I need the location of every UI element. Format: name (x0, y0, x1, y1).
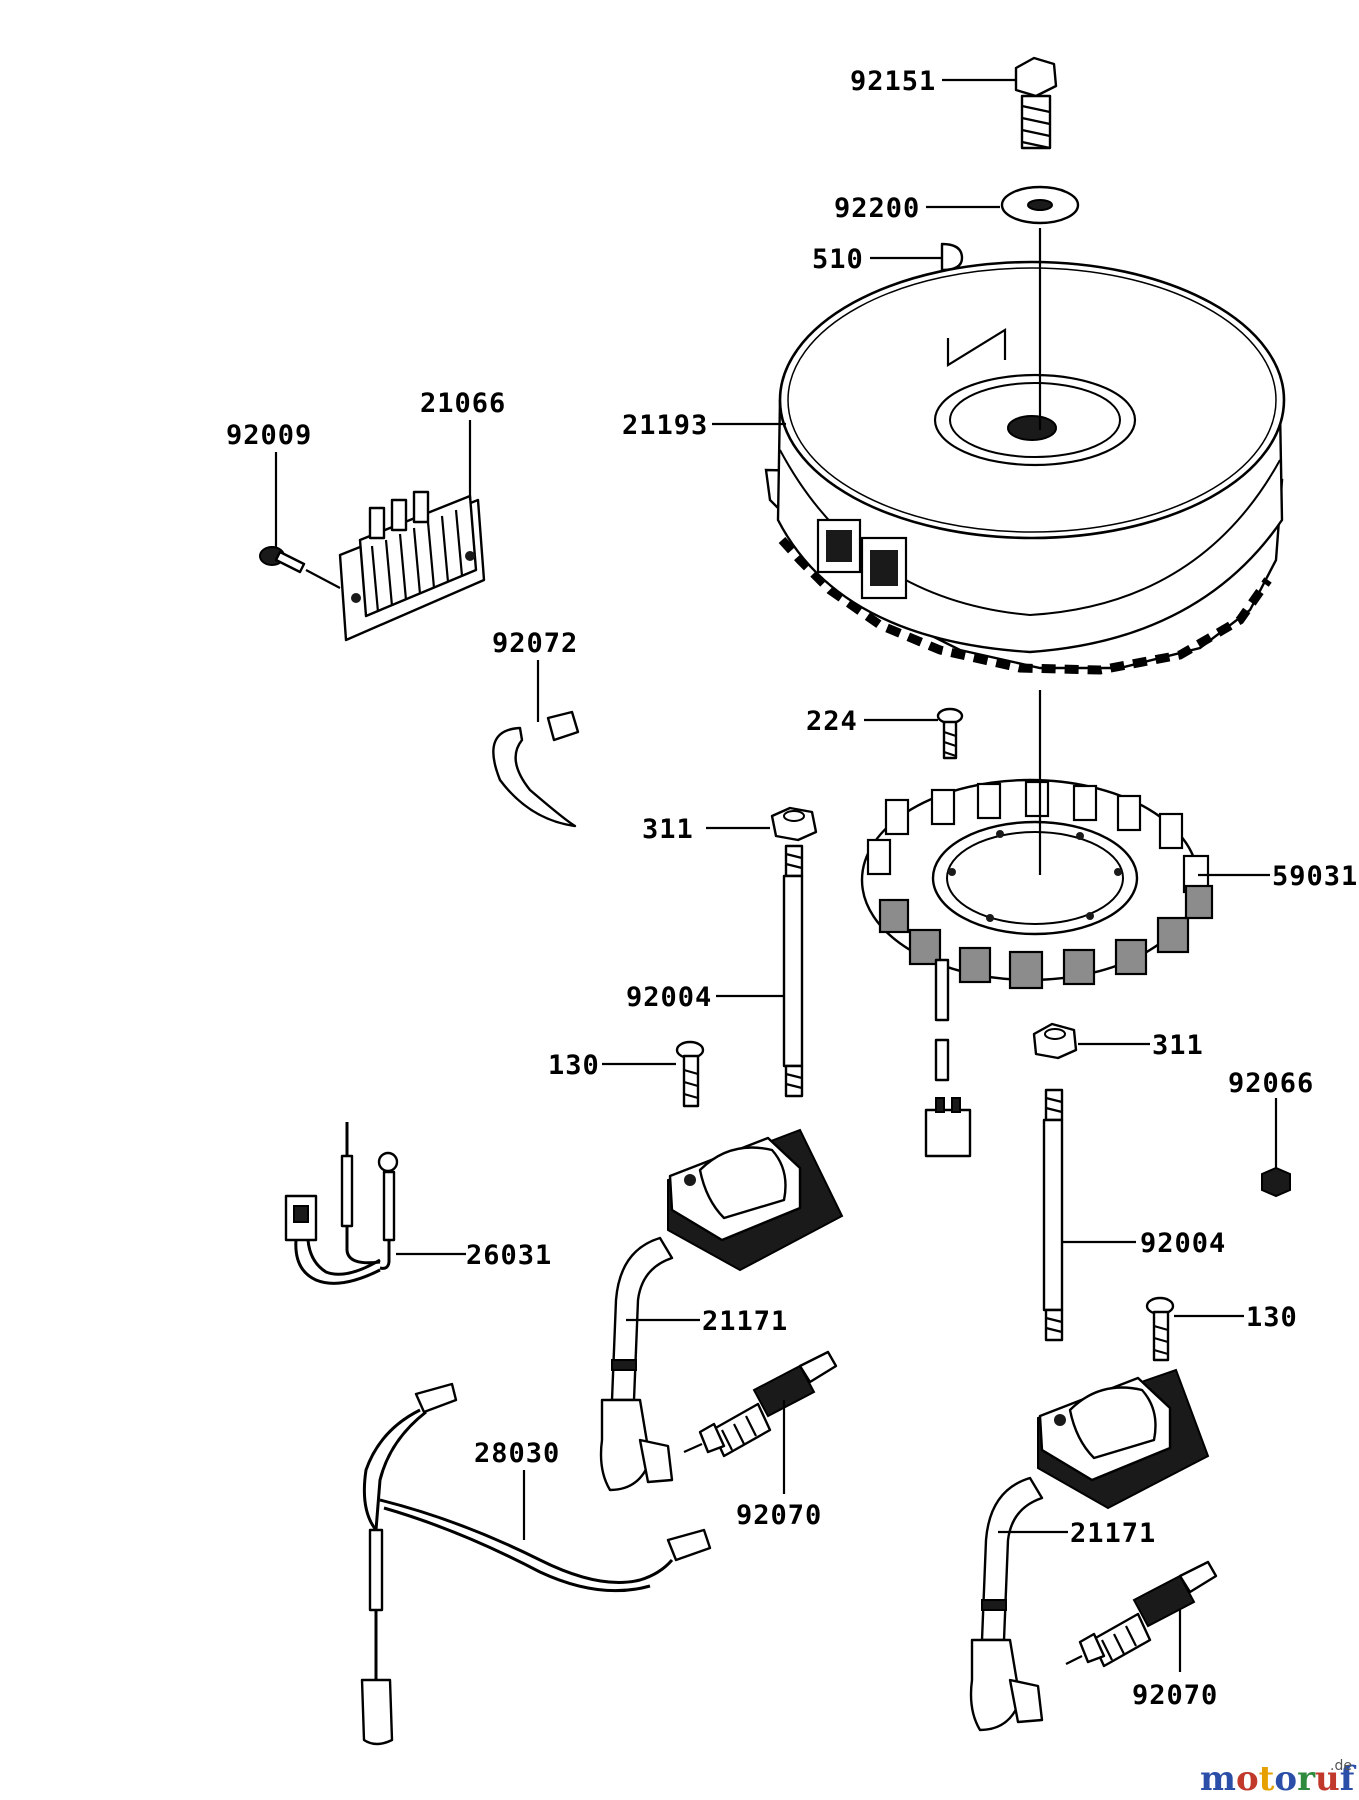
part-label-92072: 92072 (492, 628, 578, 659)
bolt-224 (936, 707, 964, 760)
part-label-59031: 59031 (1272, 861, 1358, 892)
spark-plug-92070-right (1078, 1560, 1218, 1668)
bolt-130-right (1145, 1296, 1175, 1362)
part-label-130-right: 130 (1246, 1302, 1298, 1333)
part-label-28030: 28030 (474, 1438, 560, 1469)
watermark-letter: t (1259, 1759, 1275, 1799)
axis-92070-left (683, 1442, 703, 1454)
flywheel-21193 (764, 260, 1286, 675)
nut-92066 (1261, 1166, 1291, 1198)
part-label-224: 224 (806, 706, 858, 737)
part-label-92070-right: 92070 (1132, 1680, 1218, 1711)
regulator-21066 (338, 490, 486, 642)
watermark-suffix: .de (1330, 1758, 1352, 1774)
spark-plug-92070-left (698, 1350, 838, 1458)
nut-311-lower (1032, 1022, 1078, 1060)
part-label-510: 510 (812, 244, 864, 275)
part-label-21066: 21066 (420, 388, 506, 419)
part-label-21171-right: 21171 (1070, 1518, 1156, 1549)
part-label-311-lower: 311 (1152, 1030, 1204, 1061)
axis-92070-right (1065, 1655, 1083, 1665)
watermark-letter: o (1274, 1759, 1297, 1799)
watermark-logo: motoruf .de (1200, 1758, 1357, 1799)
key-510 (940, 242, 964, 272)
stud-92004-right (1042, 1088, 1064, 1342)
part-label-130-left: 130 (548, 1050, 600, 1081)
bolt-130-left (675, 1040, 705, 1108)
svg-text:motoruf: motoruf (1200, 1759, 1357, 1799)
watermark-letter: o (1236, 1759, 1259, 1799)
part-label-311-upper: 311 (642, 814, 694, 845)
watermark-letter: r (1297, 1759, 1316, 1799)
part-label-92004-right: 92004 (1140, 1228, 1226, 1259)
watermark-letter: m (1200, 1759, 1236, 1799)
lead-28030 (360, 1382, 712, 1746)
part-label-21193: 21193 (622, 410, 708, 441)
watermark-letter: u (1315, 1759, 1340, 1799)
harness-26031 (284, 1122, 399, 1285)
part-label-21171-left: 21171 (702, 1306, 788, 1337)
band-92072 (492, 710, 580, 828)
screw-92009 (259, 546, 306, 574)
part-label-92009: 92009 (226, 420, 312, 451)
stator-59031 (860, 778, 1214, 1158)
part-label-92151: 92151 (850, 66, 936, 97)
part-label-92004-left: 92004 (626, 982, 712, 1013)
nut-311-upper (770, 806, 818, 842)
bolt-92151 (1014, 56, 1058, 150)
watermark-letter: f (1340, 1759, 1357, 1799)
ignition-coil-21171-left (599, 1128, 844, 1492)
part-label-26031: 26031 (466, 1240, 552, 1271)
axis-92009 (305, 569, 341, 589)
washer-92200 (1000, 185, 1080, 225)
stud-92004-left (782, 844, 804, 1098)
part-label-92066: 92066 (1228, 1068, 1314, 1099)
part-label-92200: 92200 (834, 193, 920, 224)
ignition-coil-21171-right (969, 1368, 1210, 1732)
part-label-92070-left: 92070 (736, 1500, 822, 1531)
